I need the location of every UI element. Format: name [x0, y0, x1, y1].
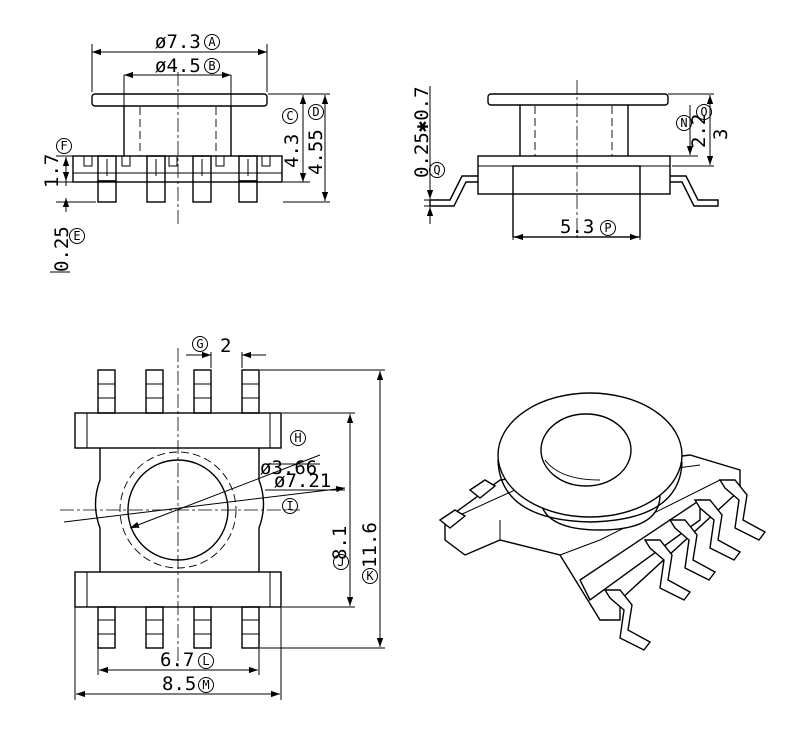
dim-m-value: 8.5 [162, 673, 196, 695]
side-top-flange [487, 93, 669, 106]
dim-q-label: Q [433, 163, 440, 177]
isometric-view [438, 392, 767, 651]
dim-l-label: L [202, 654, 209, 668]
dim-q-value: 0.25✱0.7 [411, 86, 433, 178]
dim-i-value: ø7.21 [274, 470, 331, 492]
dim-n-label: N [680, 116, 687, 130]
front-view: ø7.3 A ø4.5 B C 4.3 D 4.55 F 1.7 E 0.25 [41, 31, 330, 273]
dim-b-label: B [208, 59, 215, 73]
dim-j-label: J [337, 555, 344, 569]
dim-j-value: 8.1 [329, 526, 351, 560]
dim-k-value: 11.6 [359, 522, 381, 568]
front-top-flange [91, 93, 268, 107]
side-base [477, 155, 671, 195]
top-view: G 2 ø3.66 H ø7.21 I 8.1 J 11.6 K 6.7 [60, 335, 385, 700]
iso-base [444, 454, 741, 621]
dim-m-label: M [202, 678, 209, 692]
front-pins [83, 155, 271, 203]
dim-e-label: E [73, 229, 80, 243]
side-lead-left [429, 175, 478, 207]
dim-p-label: P [604, 221, 611, 235]
dim-g-label: G [196, 337, 203, 351]
dim-h-value: ø3.66 [260, 457, 317, 479]
top-view-body [94, 448, 265, 572]
dim-l-value: 6.7 [160, 649, 194, 671]
dim-f-label: F [60, 139, 67, 153]
dim-o-label: O [700, 105, 707, 119]
dim-o-value: 3 [710, 129, 732, 140]
dim-k-label: K [366, 569, 374, 583]
dim-n-value: 2.2 [688, 114, 710, 148]
top-view-pins-upper [97, 369, 260, 414]
dim-f-value: 1.7 [41, 154, 63, 188]
side-lead-right [670, 175, 719, 207]
dim-b-value: ø4.5 [155, 55, 201, 77]
dim-d-value: 4.55 [305, 129, 327, 175]
dim-c-value: 4.3 [281, 134, 303, 168]
side-view: N 2.2 O 3 5.3 P Q 0.25✱0.7 [411, 80, 732, 241]
dim-i-label: I [286, 499, 293, 513]
iso-flange-hole [540, 413, 632, 487]
top-view-pins-lower [97, 606, 260, 649]
dim-e-value: 0.25 [51, 226, 73, 272]
iso-leads-right [603, 479, 767, 651]
dim-d-label: D [312, 105, 319, 119]
dim-g-value: 2 [220, 335, 231, 357]
dim-h-label: H [294, 431, 301, 445]
dim-a-label: A [208, 35, 216, 49]
dim-p-value: 5.3 [560, 216, 594, 238]
dim-a-value: ø7.3 [155, 31, 201, 53]
dim-c-label: C [286, 109, 293, 123]
